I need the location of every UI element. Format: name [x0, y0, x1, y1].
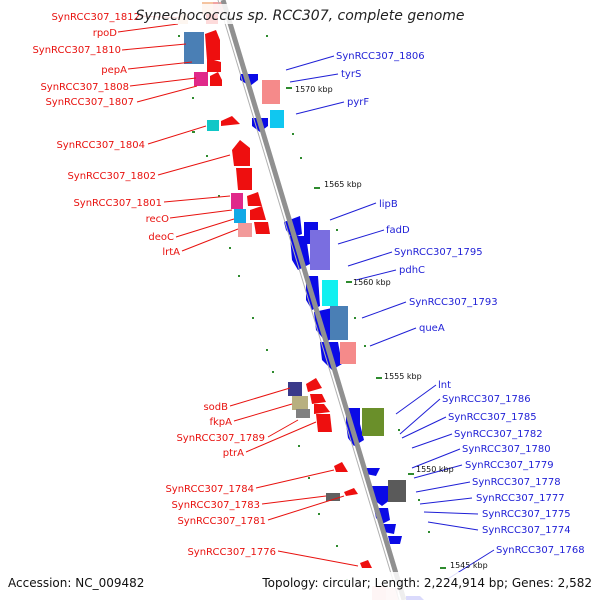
gene-label[interactable]: lipB	[379, 199, 398, 210]
gene-label[interactable]: SynRCC307_1777	[476, 493, 565, 504]
kbp-marker: 1560 kbp	[353, 278, 391, 287]
gene-label[interactable]: pdhC	[399, 265, 425, 276]
gene-label[interactable]: deoC	[148, 232, 174, 243]
gene-arrow[interactable]	[254, 222, 270, 234]
gene-label[interactable]: SynRCC307_1789	[176, 433, 265, 444]
gene-feature[interactable]	[362, 408, 384, 436]
gene-feature[interactable]	[330, 306, 348, 340]
kbp-marker: 1545 kbp	[450, 561, 488, 570]
gene-label[interactable]: SynRCC307_1812	[51, 12, 140, 23]
gene-label[interactable]: SynRCC307_1802	[67, 171, 156, 182]
gene-label[interactable]: SynRCC307_1774	[482, 525, 571, 536]
gene-label[interactable]: SynRCC307_1781	[177, 516, 266, 527]
gene-feature[interactable]	[262, 80, 280, 104]
gene-label[interactable]: SynRCC307_1783	[171, 500, 260, 511]
gene-arrow[interactable]	[388, 536, 402, 544]
accession-text: Accession: NC_009482	[8, 576, 144, 590]
gene-feature[interactable]	[310, 230, 330, 270]
title-backdrop	[140, 4, 470, 24]
gene-arrow[interactable]	[316, 414, 332, 432]
right-gene-labels: SynRCC307_1806 tyrS pyrF lipB fadD SynRC…	[336, 51, 585, 556]
gene-label[interactable]: sodB	[203, 402, 228, 413]
gene-label[interactable]: SynRCC307_1776	[187, 547, 276, 558]
kbp-marker: 1555 kbp	[384, 372, 422, 381]
genome-backbone-edge	[217, 0, 400, 600]
gene-arrow[interactable]	[207, 58, 221, 72]
left-gene-labels: SynRCC307_1812 rpoD SynRCC307_1810 pepA …	[32, 12, 276, 558]
kbp-marker: 1565 kbp	[324, 180, 362, 189]
gene-feature[interactable]	[234, 209, 246, 223]
gene-feature[interactable]	[207, 120, 219, 131]
gene-arrow[interactable]	[334, 462, 348, 472]
gene-feature[interactable]	[296, 409, 310, 418]
gene-arrow[interactable]	[310, 394, 326, 404]
tick-track-right	[266, 35, 446, 569]
gene-arrow[interactable]	[306, 378, 322, 392]
kbp-marker: 1550 kbp	[416, 465, 454, 474]
gene-arrow[interactable]	[236, 168, 252, 190]
gene-label[interactable]: SynRCC307_1785	[448, 412, 537, 423]
gene-feature[interactable]	[270, 110, 284, 128]
gene-arrow[interactable]	[205, 30, 220, 60]
gene-feature[interactable]	[340, 342, 356, 364]
gene-feature[interactable]	[288, 382, 302, 396]
gene-arrow[interactable]	[247, 192, 262, 206]
gene-label[interactable]: SynRCC307_1804	[56, 140, 145, 151]
gene-label[interactable]: SynRCC307_1778	[472, 477, 561, 488]
gene-feature[interactable]	[184, 32, 204, 64]
gene-label[interactable]: queA	[419, 323, 445, 334]
footer-backdrop	[0, 572, 600, 600]
gene-feature[interactable]	[194, 72, 208, 86]
gene-label[interactable]: SynRCC307_1775	[482, 509, 571, 520]
gene-label[interactable]: SynRCC307_1795	[394, 247, 483, 258]
gene-arrow[interactable]	[221, 116, 240, 126]
gene-label[interactable]: SynRCC307_1768	[496, 545, 585, 556]
gene-feature[interactable]	[388, 480, 406, 502]
gene-label[interactable]: recO	[146, 214, 170, 225]
genome-backbone	[220, 0, 407, 600]
gene-arrow[interactable]	[250, 206, 266, 220]
gene-label[interactable]: SynRCC307_1793	[409, 297, 498, 308]
gene-arrow[interactable]	[232, 140, 250, 166]
gene-arrow[interactable]	[366, 468, 380, 476]
gene-label[interactable]: fkpA	[210, 417, 233, 428]
gene-arrow[interactable]	[210, 72, 222, 86]
gene-label[interactable]: SynRCC307_1808	[40, 82, 129, 93]
gene-arrow[interactable]	[314, 404, 330, 414]
gene-arrow[interactable]	[344, 488, 358, 496]
gene-label[interactable]: SynRCC307_1782	[454, 429, 543, 440]
gene-label[interactable]: SynRCC307_1780	[462, 444, 551, 455]
gene-feature[interactable]	[231, 193, 243, 209]
gene-label[interactable]: tyrS	[341, 69, 361, 80]
gene-label[interactable]: lnt	[438, 380, 451, 391]
topology-text: Topology: circular; Length: 2,224,914 bp…	[261, 576, 592, 590]
gene-label[interactable]: SynRCC307_1810	[32, 45, 121, 56]
left-leader-lines	[117, 15, 359, 567]
gene-label[interactable]: pyrF	[347, 97, 369, 108]
kbp-marker: 1570 kbp	[295, 85, 333, 94]
gene-label[interactable]: SynRCC307_1786	[442, 394, 531, 405]
gene-feature[interactable]	[326, 493, 340, 501]
gene-label[interactable]: lrtA	[162, 247, 180, 258]
gene-arrow[interactable]	[360, 560, 372, 568]
gene-label[interactable]: SynRCC307_1807	[45, 97, 134, 108]
tick-track-left	[178, 35, 348, 581]
gene-feature[interactable]	[292, 396, 308, 410]
kbp-markers: 1570 kbp 1565 kbp 1560 kbp 1555 kbp 1550…	[295, 85, 488, 570]
gene-label[interactable]: SynRCC307_1801	[73, 198, 162, 209]
gene-label[interactable]: fadD	[386, 225, 410, 236]
gene-feature[interactable]	[322, 280, 338, 306]
gene-label[interactable]: SynRCC307_1806	[336, 51, 425, 62]
gene-feature[interactable]	[238, 223, 252, 237]
right-leader-lines	[285, 55, 495, 581]
gene-label[interactable]: SynRCC307_1784	[165, 484, 254, 495]
gene-label[interactable]: ptrA	[223, 448, 244, 459]
gene-label[interactable]: SynRCC307_1779	[465, 460, 554, 471]
gene-label[interactable]: pepA	[101, 65, 127, 76]
page-title: Synechococcus sp. RCC307, complete genom…	[135, 8, 464, 24]
gene-label[interactable]: rpoD	[93, 28, 118, 39]
